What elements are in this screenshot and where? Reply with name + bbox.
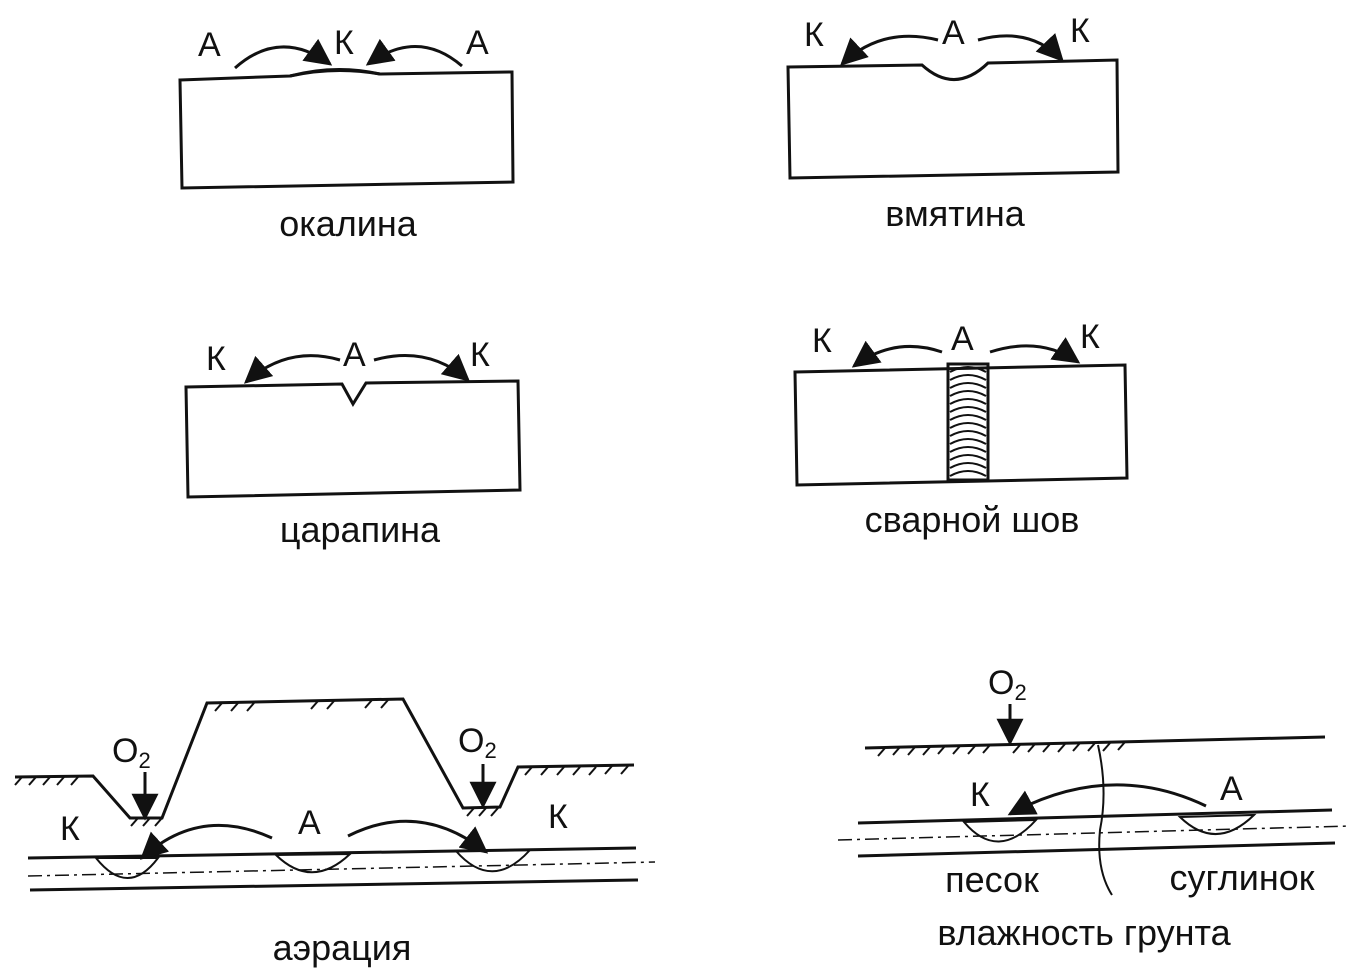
label-left: К — [206, 340, 226, 378]
weld-seam — [946, 362, 990, 482]
metal-block — [793, 363, 1129, 487]
arrow-right — [365, 38, 463, 68]
weld-ripples — [949, 366, 987, 477]
pit-anode — [1177, 813, 1257, 835]
arrow-left — [234, 38, 333, 70]
pipe-top — [857, 808, 1333, 825]
ground-surface — [14, 697, 635, 820]
label-mid: А — [298, 804, 321, 842]
label-right: К — [1070, 12, 1090, 50]
label-loam: суглинок — [1169, 857, 1314, 898]
arrow-right — [977, 33, 1064, 62]
caption: влажность грунта — [937, 912, 1231, 953]
metal-block — [786, 58, 1120, 180]
soil-boundary — [1097, 744, 1113, 896]
pipe-bottom — [29, 878, 639, 892]
arrow-anode-to-cathode — [1007, 783, 1207, 816]
arrow-to-right-cathode — [347, 819, 489, 854]
o2-label-right: O2 — [458, 722, 497, 763]
caption: аэрация — [273, 927, 412, 968]
ground-hatch-marks — [14, 699, 629, 827]
o2-label-left: O2 — [112, 732, 151, 773]
arrow-left — [840, 34, 939, 66]
label-mid: А — [942, 14, 965, 52]
label-anode: А — [1220, 770, 1243, 808]
label-right: А — [466, 24, 489, 62]
panel-tsarapina: К А К царапина — [184, 336, 522, 550]
arrow-right — [373, 353, 471, 382]
panel-okalina: А К А окалина — [178, 24, 515, 244]
pit-cathode-left — [93, 857, 161, 879]
metal-block — [184, 379, 522, 499]
label-left: А — [198, 26, 221, 64]
pit-cathode-right — [453, 848, 533, 873]
pipe-axis — [837, 825, 1351, 841]
caption: сварной шов — [865, 499, 1080, 540]
pipe-top — [27, 846, 637, 860]
pipe-bottom — [857, 841, 1336, 858]
pipe-axis — [27, 861, 656, 877]
metal-block — [178, 68, 515, 190]
scale-layer — [289, 68, 381, 78]
panel-aeratsiya: O2 O2 К А К аэрация — [14, 697, 656, 968]
arrow-to-left-cathode — [140, 823, 273, 860]
label-left: К — [804, 16, 824, 54]
label-sand: песок — [945, 859, 1039, 900]
label-right: К — [548, 798, 568, 836]
label-right: К — [470, 336, 490, 374]
panel-vlazhnost: O2 К А песок суглинок влажность грунта — [837, 664, 1351, 953]
arrow-left — [243, 354, 341, 384]
label-mid: А — [343, 336, 366, 374]
arrow-right — [989, 337, 1081, 364]
panel-vmyatina: К А К вмятина — [786, 12, 1120, 234]
label-mid: К — [334, 24, 354, 62]
pit-anode — [273, 852, 353, 874]
label-cathode: К — [970, 776, 990, 814]
arrow-left — [851, 340, 943, 368]
o2-label: O2 — [988, 664, 1027, 705]
caption: окалина — [279, 203, 418, 244]
caption: царапина — [280, 509, 441, 550]
label-left: К — [812, 322, 832, 360]
pit-cathode — [961, 818, 1039, 843]
label-left: К — [60, 810, 80, 848]
caption: вмятина — [885, 193, 1025, 234]
panel-shov: К А К сварной шов — [793, 318, 1129, 540]
label-mid: А — [951, 320, 974, 358]
ground-hatch-marks — [877, 741, 1126, 757]
label-right: К — [1080, 318, 1100, 356]
ground-surface — [864, 735, 1326, 750]
